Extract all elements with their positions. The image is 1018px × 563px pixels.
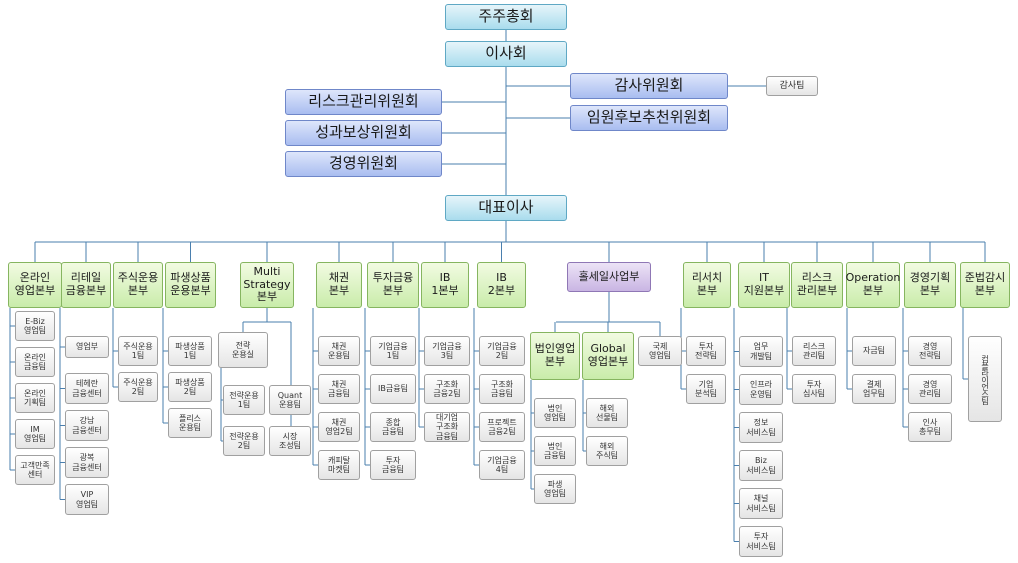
team-box-11-0: 업무 개발팀 bbox=[739, 336, 783, 367]
team-box-8-2: 프로젝트 금융2팀 bbox=[479, 412, 525, 442]
team-box-10-0: 투자 전략팀 bbox=[686, 336, 726, 366]
strategy-team-box-1: 전략운용 2팀 bbox=[223, 426, 265, 456]
intl-sales-team-box: 국제 영업팀 bbox=[638, 336, 682, 366]
team-box-1-1: 테헤란 금융센터 bbox=[65, 373, 109, 404]
team-box-12-0: 리스크 관리팀 bbox=[792, 336, 836, 366]
team-box-1-2: 강남 금융센터 bbox=[65, 410, 109, 441]
team-box-5-2: 채권 영업2팀 bbox=[318, 412, 360, 442]
division-box-13: Operation 본부 bbox=[846, 262, 900, 308]
team-box-0-0: E-Biz 영업팀 bbox=[15, 311, 55, 341]
team-box-7-0: 기업금융 3팀 bbox=[424, 336, 470, 366]
audit-committee-box: 감사위원회 bbox=[570, 73, 728, 99]
sub-division-box-0: 법인영업 본부 bbox=[530, 332, 580, 380]
audit-team-box: 감사팀 bbox=[766, 76, 818, 96]
team-box-5-3: 캐피탈 마켓팀 bbox=[318, 450, 360, 480]
team-box-11-2: 정보 서비스팀 bbox=[739, 412, 783, 443]
team-box-3-1: 파생상품 2팀 bbox=[168, 372, 212, 402]
division-box-5: 채권 본부 bbox=[316, 262, 362, 308]
team-box-11-5: 투자 서비스팀 bbox=[739, 526, 783, 557]
team-box-10-1: 기업 분석팀 bbox=[686, 374, 726, 404]
division-box-15: 준법감시 본부 bbox=[960, 262, 1010, 308]
team-box-0-1: 온라인 금융팀 bbox=[15, 347, 55, 377]
compensation-committee-box: 성과보상위원회 bbox=[285, 120, 442, 146]
team-box-14-2: 인사 총무팀 bbox=[908, 412, 952, 442]
division-box-8: IB 2본부 bbox=[477, 262, 526, 308]
team-box-2-1: 주식운용 2팀 bbox=[118, 372, 158, 402]
wholesale-team-box-1-1: 해외 주식팀 bbox=[586, 436, 628, 466]
team-box-6-2: 종합 금융팀 bbox=[370, 412, 416, 442]
connector-lines bbox=[9, 30, 986, 542]
team-box-8-3: 기업금융 4팀 bbox=[479, 450, 525, 480]
division-box-1: 리테일 금융본부 bbox=[61, 262, 111, 308]
team-box-5-1: 채권 금융팀 bbox=[318, 374, 360, 404]
team-box-6-3: 투자 금융팀 bbox=[370, 450, 416, 480]
division-box-4: Multi Strategy 본부 bbox=[240, 262, 294, 308]
team-box-14-0: 경영 전략팀 bbox=[908, 336, 952, 366]
team-box-2-0: 주식운용 1팀 bbox=[118, 336, 158, 366]
team-box-14-1: 경영 관리팀 bbox=[908, 374, 952, 404]
strategy-room-box: 전략 운용실 bbox=[218, 332, 268, 368]
team-box-1-3: 광복 금융센터 bbox=[65, 447, 109, 478]
division-box-2: 주식운용 본부 bbox=[113, 262, 163, 308]
team-box-15-0: 컴플라이언스팀 bbox=[968, 336, 1002, 422]
team-box-3-2: 플리스 운용팀 bbox=[168, 408, 212, 438]
sub-division-box-1: Global 영업본부 bbox=[582, 332, 634, 380]
division-box-0: 온라인 영업본부 bbox=[8, 262, 62, 308]
team-box-0-4: 고객만족 센터 bbox=[15, 455, 55, 485]
team-box-6-1: IB금융팀 bbox=[370, 374, 416, 404]
team-box-1-0: 영업부 bbox=[65, 336, 109, 358]
division-box-14: 경영기획 본부 bbox=[904, 262, 956, 308]
division-box-11: IT 지원본부 bbox=[738, 262, 790, 308]
wholesale-team-box-0-1: 법인 금융팀 bbox=[534, 436, 576, 466]
team-box-5-0: 채권 운용팀 bbox=[318, 336, 360, 366]
strategy-team-box-0: 전략운용 1팀 bbox=[223, 385, 265, 415]
division-box-6: 투자금융 본부 bbox=[367, 262, 419, 308]
team-box-13-1: 결제 업무팀 bbox=[852, 374, 896, 404]
team-box-6-0: 기업금융 1팀 bbox=[370, 336, 416, 366]
division-box-7: IB 1본부 bbox=[421, 262, 469, 308]
shareholders-meeting-box: 주주총회 bbox=[445, 4, 567, 30]
wholesale-team-box-0-2: 파생 영업팀 bbox=[534, 474, 576, 504]
team-box-11-1: 인프라 운영팀 bbox=[739, 374, 783, 405]
team-box-0-3: IM 영업팀 bbox=[15, 419, 55, 449]
wholesale-team-box-1-0: 해외 선물팀 bbox=[586, 398, 628, 428]
team-box-0-2: 온라인 기획팀 bbox=[15, 383, 55, 413]
team-box-7-1: 구조화 금융2팀 bbox=[424, 374, 470, 404]
team-box-11-4: 채널 서비스팀 bbox=[739, 488, 783, 519]
management-committee-box: 경영위원회 bbox=[285, 151, 442, 177]
team-box-8-0: 기업금융 2팀 bbox=[479, 336, 525, 366]
team-box-11-3: Biz 서비스팀 bbox=[739, 450, 783, 481]
team-box-1-4: VIP 영업팀 bbox=[65, 484, 109, 515]
nomination-committee-box: 임원후보추천위원회 bbox=[570, 105, 728, 131]
ceo-box: 대표이사 bbox=[445, 195, 567, 221]
wholesale-team-box-0-0: 법인 영업팀 bbox=[534, 398, 576, 428]
team-box-13-0: 자금팀 bbox=[852, 336, 896, 366]
division-box-12: 리스크 관리본부 bbox=[791, 262, 843, 308]
ms-team-box-0: Quant 운용팀 bbox=[269, 385, 311, 415]
ms-team-box-1: 시장 조성팀 bbox=[269, 426, 311, 456]
risk-committee-box: 리스크관리위원회 bbox=[285, 89, 442, 115]
team-box-3-0: 파생상품 1팀 bbox=[168, 336, 212, 366]
team-box-7-2: 대기업 구조화 금융팀 bbox=[424, 412, 470, 442]
division-box-9: 홀세일사업부 bbox=[567, 262, 651, 292]
team-box-12-1: 투자 심사팀 bbox=[792, 374, 836, 404]
board-of-directors-box: 이사회 bbox=[445, 41, 567, 67]
division-box-3: 파생상품 운용본부 bbox=[165, 262, 216, 308]
division-box-10: 리서치 본부 bbox=[683, 262, 731, 308]
team-box-8-1: 구조화 금융팀 bbox=[479, 374, 525, 404]
